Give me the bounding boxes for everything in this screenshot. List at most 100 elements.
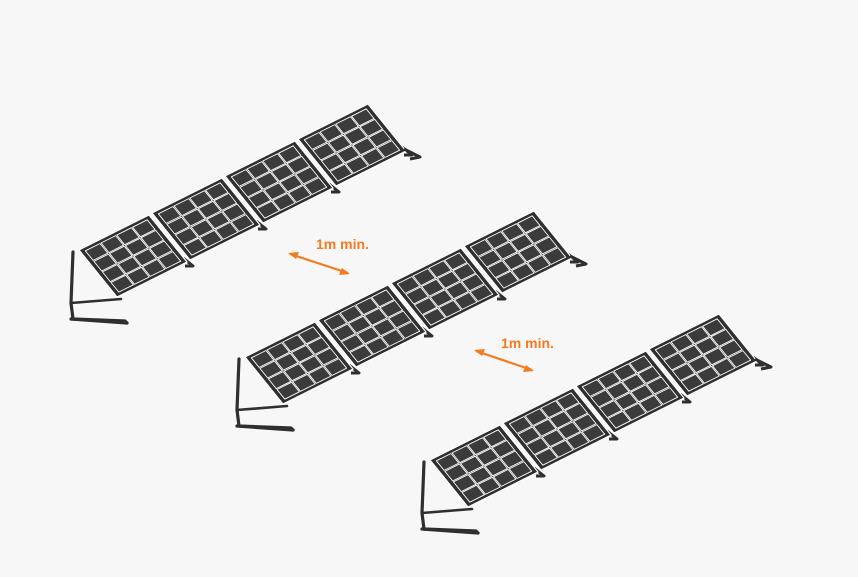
solar-cell [429, 289, 454, 308]
solar-cell [581, 379, 606, 397]
solar-cell [719, 339, 743, 358]
solar-cell [255, 171, 279, 190]
solar-cell [329, 163, 353, 182]
solar-cell [361, 147, 385, 166]
solar-cell [84, 243, 109, 261]
solar-cell [376, 140, 401, 158]
solar-panel [463, 210, 580, 294]
solar-cell [460, 455, 484, 474]
solar-cell [396, 321, 421, 339]
solar-cell [475, 447, 500, 466]
solar-cell [533, 418, 557, 437]
solar-cell [517, 426, 541, 445]
solar-cell [93, 253, 117, 272]
solar-cell [663, 352, 687, 371]
solar-cell [670, 334, 694, 353]
solar-cell [298, 326, 322, 345]
panel-row-1 [69, 103, 422, 325]
solar-panel [151, 177, 268, 261]
solar-cell [323, 313, 348, 331]
solar-cell [686, 326, 710, 345]
solar-cell [279, 174, 303, 193]
solar-cell [566, 431, 590, 450]
solar-cell [517, 215, 541, 234]
solar-cell [421, 278, 445, 297]
spacing-arrow-1 [289, 252, 349, 275]
solar-cell [508, 416, 533, 434]
solar-cell [157, 206, 182, 224]
solar-cell [621, 373, 646, 392]
solar-cell [702, 318, 726, 337]
solar-panel [648, 313, 765, 397]
spacing-label-2: 1m min. [501, 335, 554, 351]
solar-cell [230, 214, 255, 232]
solar-cell [328, 134, 352, 153]
solar-cell [359, 118, 384, 137]
solar-cell [270, 163, 295, 182]
end-support-leg [754, 357, 773, 371]
solar-cell [694, 336, 719, 355]
solar-cell [444, 252, 468, 271]
solar-cell [598, 400, 623, 419]
solar-cell [124, 237, 149, 256]
solar-cell [288, 184, 312, 203]
spacing-arrow-2 [475, 349, 533, 372]
solar-cell [290, 344, 315, 363]
solar-cell [365, 336, 389, 355]
solar-cell [613, 363, 637, 382]
spacing-annotations: 1m min. 1m min. [288, 236, 554, 372]
solar-cell [272, 192, 296, 211]
solar-cell [564, 402, 589, 421]
solar-cell [263, 182, 288, 201]
solar-cell [355, 297, 379, 316]
panel-rows [69, 103, 773, 535]
solar-cell [205, 182, 229, 201]
solar-cell [573, 413, 597, 432]
solar-cell [486, 260, 511, 279]
solar-cell [348, 315, 372, 334]
solar-cell [336, 145, 361, 164]
solar-cell [173, 198, 197, 217]
solar-cell [368, 129, 392, 148]
solar-cell [282, 334, 306, 353]
solar-cell [247, 190, 272, 209]
solar-cell [166, 216, 190, 235]
solar-cell [451, 445, 475, 464]
solar-cell [623, 402, 647, 421]
solar-cell [308, 365, 332, 384]
solar-cell [182, 208, 206, 227]
arrowhead-icon [339, 268, 350, 275]
solar-cell [117, 256, 142, 275]
solar-cell [654, 342, 679, 360]
solar-cell [372, 318, 396, 337]
solar-cell [259, 360, 283, 379]
solar-cell [606, 381, 630, 400]
arrowhead-icon [288, 252, 299, 259]
solar-cell [501, 223, 525, 242]
arrowhead-icon [474, 349, 485, 356]
solar-cell [189, 190, 213, 209]
solar-cell [356, 326, 381, 345]
solar-cell [215, 221, 239, 240]
solar-panel [429, 424, 546, 508]
end-support-strut [235, 404, 289, 412]
solar-cell [140, 229, 165, 248]
solar-cell [246, 161, 270, 180]
solar-cell [646, 376, 670, 395]
solar-cell [445, 281, 469, 300]
solar-cell [306, 336, 331, 355]
solar-cell [614, 392, 639, 411]
solar-cell [491, 439, 516, 458]
solar-cell [469, 284, 494, 302]
solar-cell [266, 342, 290, 361]
solar-cell [452, 262, 477, 281]
solar-cell [679, 344, 703, 363]
solar-cell [422, 307, 446, 326]
solar-cell [527, 254, 551, 273]
solar-cell [413, 297, 438, 316]
solar-cell [174, 227, 199, 246]
solar-cell [303, 132, 328, 150]
solar-cell [548, 410, 573, 429]
solar-cell [557, 421, 581, 440]
solar-cell [349, 344, 373, 363]
